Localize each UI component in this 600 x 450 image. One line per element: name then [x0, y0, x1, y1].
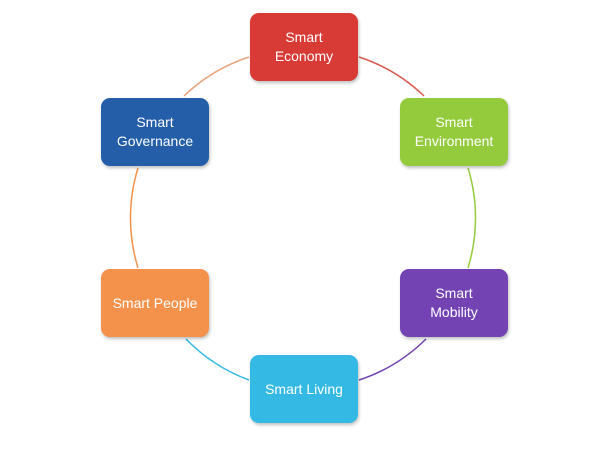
node-smart-governance: Smart Governance: [101, 98, 209, 166]
connector-governance-economy: [183, 56, 250, 97]
node-smart-economy: Smart Economy: [250, 13, 358, 81]
node-smart-living: Smart Living: [250, 355, 358, 423]
connector-people-governance: [129, 167, 139, 269]
connector-economy-environment: [358, 56, 425, 97]
node-smart-mobility: Smart Mobility: [400, 269, 508, 337]
connector-mobility-living: [358, 338, 427, 381]
node-smart-environment: Smart Environment: [400, 98, 508, 166]
connector-living-people: [185, 338, 250, 381]
node-smart-people: Smart People: [101, 269, 209, 337]
connector-environment-mobility: [467, 167, 477, 269]
